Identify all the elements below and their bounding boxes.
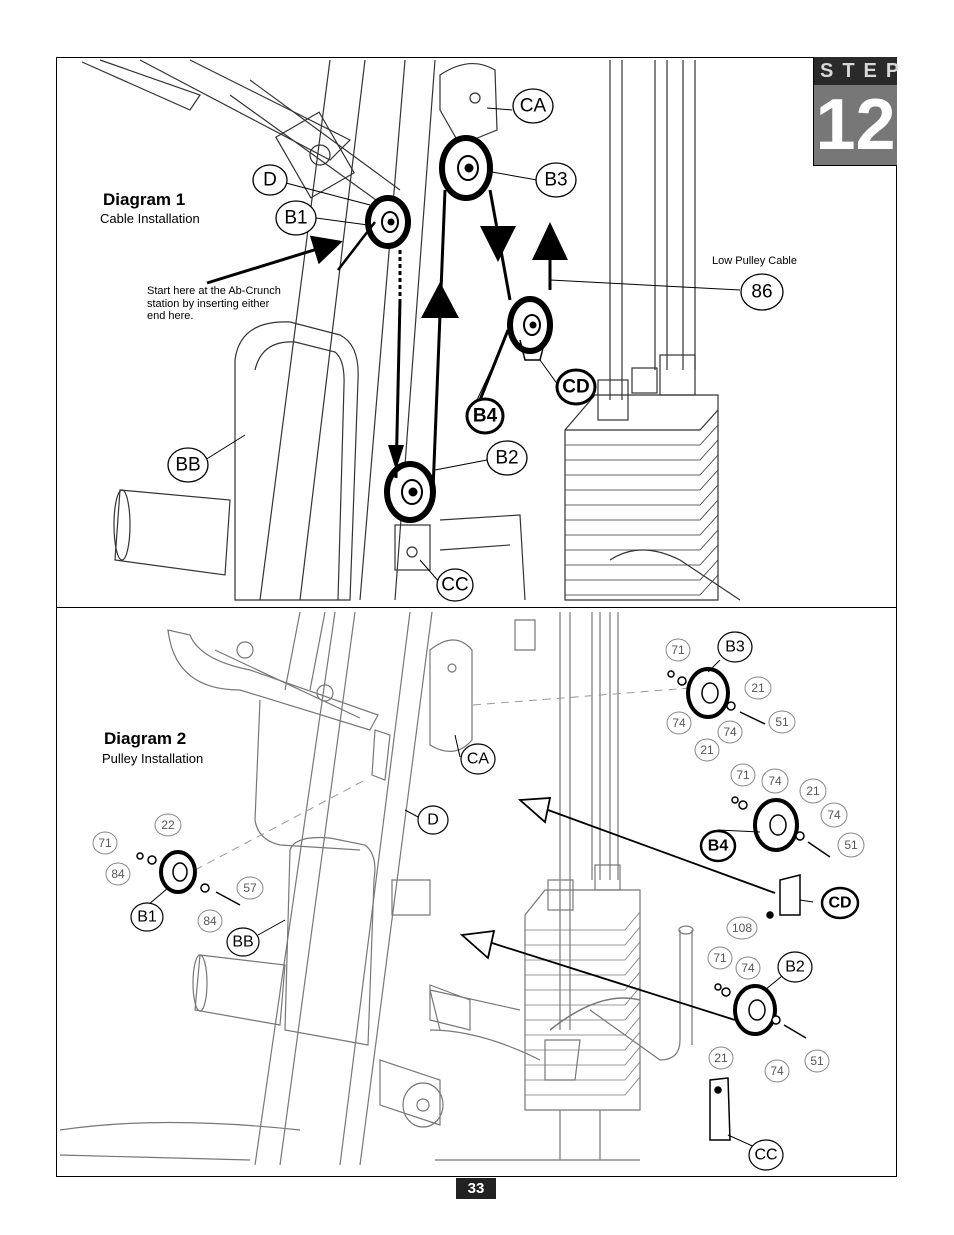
diagram1-labels: CA D B1 B3 86 CD B4 B2 BB CC [175,96,772,596]
label-b3: B3 [544,170,567,191]
label2-ca: CA [467,751,490,768]
diagram2-art [59,611,694,1166]
diagram2-labels: CA D BB B1 B3 B4 CD B2 CC [137,639,851,1164]
step-word: STEP [814,57,899,85]
low-pulley-cable-note: Low Pulley Cable [712,255,797,267]
label-ca: CA [520,96,547,117]
part-number: 71 [713,951,727,965]
part-number: 21 [751,681,765,695]
page-number: 33 [456,1178,496,1199]
part-number: 74 [723,725,737,739]
part-number: 51 [810,1054,824,1068]
part-number: 74 [672,716,686,730]
step-number: 12 [815,85,896,165]
diagram1-title: Diagram 1 [103,190,186,209]
pulley2-b2 [733,984,777,1036]
part-number: 71 [671,643,685,657]
part-number: 21 [806,784,820,798]
step-badge: STEP 12 [813,57,899,166]
part-number: 84 [203,914,217,928]
part-number: 22 [161,818,175,832]
diagram1-cable [337,189,552,491]
diagram2-pulleys [159,667,799,1036]
pulley2-b4 [753,798,799,852]
pulley-b1 [365,195,411,249]
diagram-divider [56,607,897,608]
pulley2-b1 [159,850,197,894]
part-number: 21 [714,1051,728,1065]
part-number: 108 [732,921,752,935]
label2-bb: BB [232,934,253,951]
label2-b2: B2 [785,959,805,976]
label-86: 86 [751,282,772,303]
pulley-b4 [507,296,553,354]
start-note-line: end here. [147,310,194,322]
part-number: 57 [243,881,257,895]
part-number: 51 [844,838,858,852]
part-number: 74 [770,1064,784,1078]
label2-d: D [427,812,439,829]
label-b1: B1 [284,208,307,229]
diagram2-part-numbers: 71 21 74 74 51 21 71 74 21 74 51 108 71 … [98,643,858,1078]
label-d: D [263,170,277,191]
label-cc: CC [441,575,468,596]
pulley-b2 [384,461,436,523]
diagram1-arrows [388,222,568,470]
diagram1-subtitle: Cable Installation [100,211,200,226]
part-number: 71 [98,836,112,850]
pulley-b3 [439,135,493,201]
label2-b3: B3 [725,639,745,656]
start-note-line: station by inserting either [147,297,270,310]
page-frame [56,57,897,1177]
diagram1-pulleys [365,135,553,523]
label2-b4: B4 [708,838,729,855]
part-number: 71 [736,768,750,782]
pulley2-b3 [686,667,730,719]
start-note: Start here at the Ab-Crunch station by i… [147,285,281,323]
part-number: 84 [111,867,125,881]
part-number: 74 [768,774,782,788]
label2-b1: B1 [137,909,157,926]
diagram2-subtitle: Pulley Installation [102,751,204,766]
label-b4: B4 [473,406,498,427]
label2-cd: CD [828,895,851,912]
label-bb: BB [175,455,200,476]
part-number: 51 [775,715,789,729]
part-number: 21 [700,743,714,757]
part-number: 74 [827,808,841,822]
label-cd: CD [562,377,589,398]
part-number: 74 [741,961,755,975]
label-b2: B2 [495,448,518,469]
label2-cc: CC [754,1147,777,1164]
start-note-line: Start here at the Ab-Crunch [147,285,281,297]
diagram2-title: Diagram 2 [104,729,187,748]
